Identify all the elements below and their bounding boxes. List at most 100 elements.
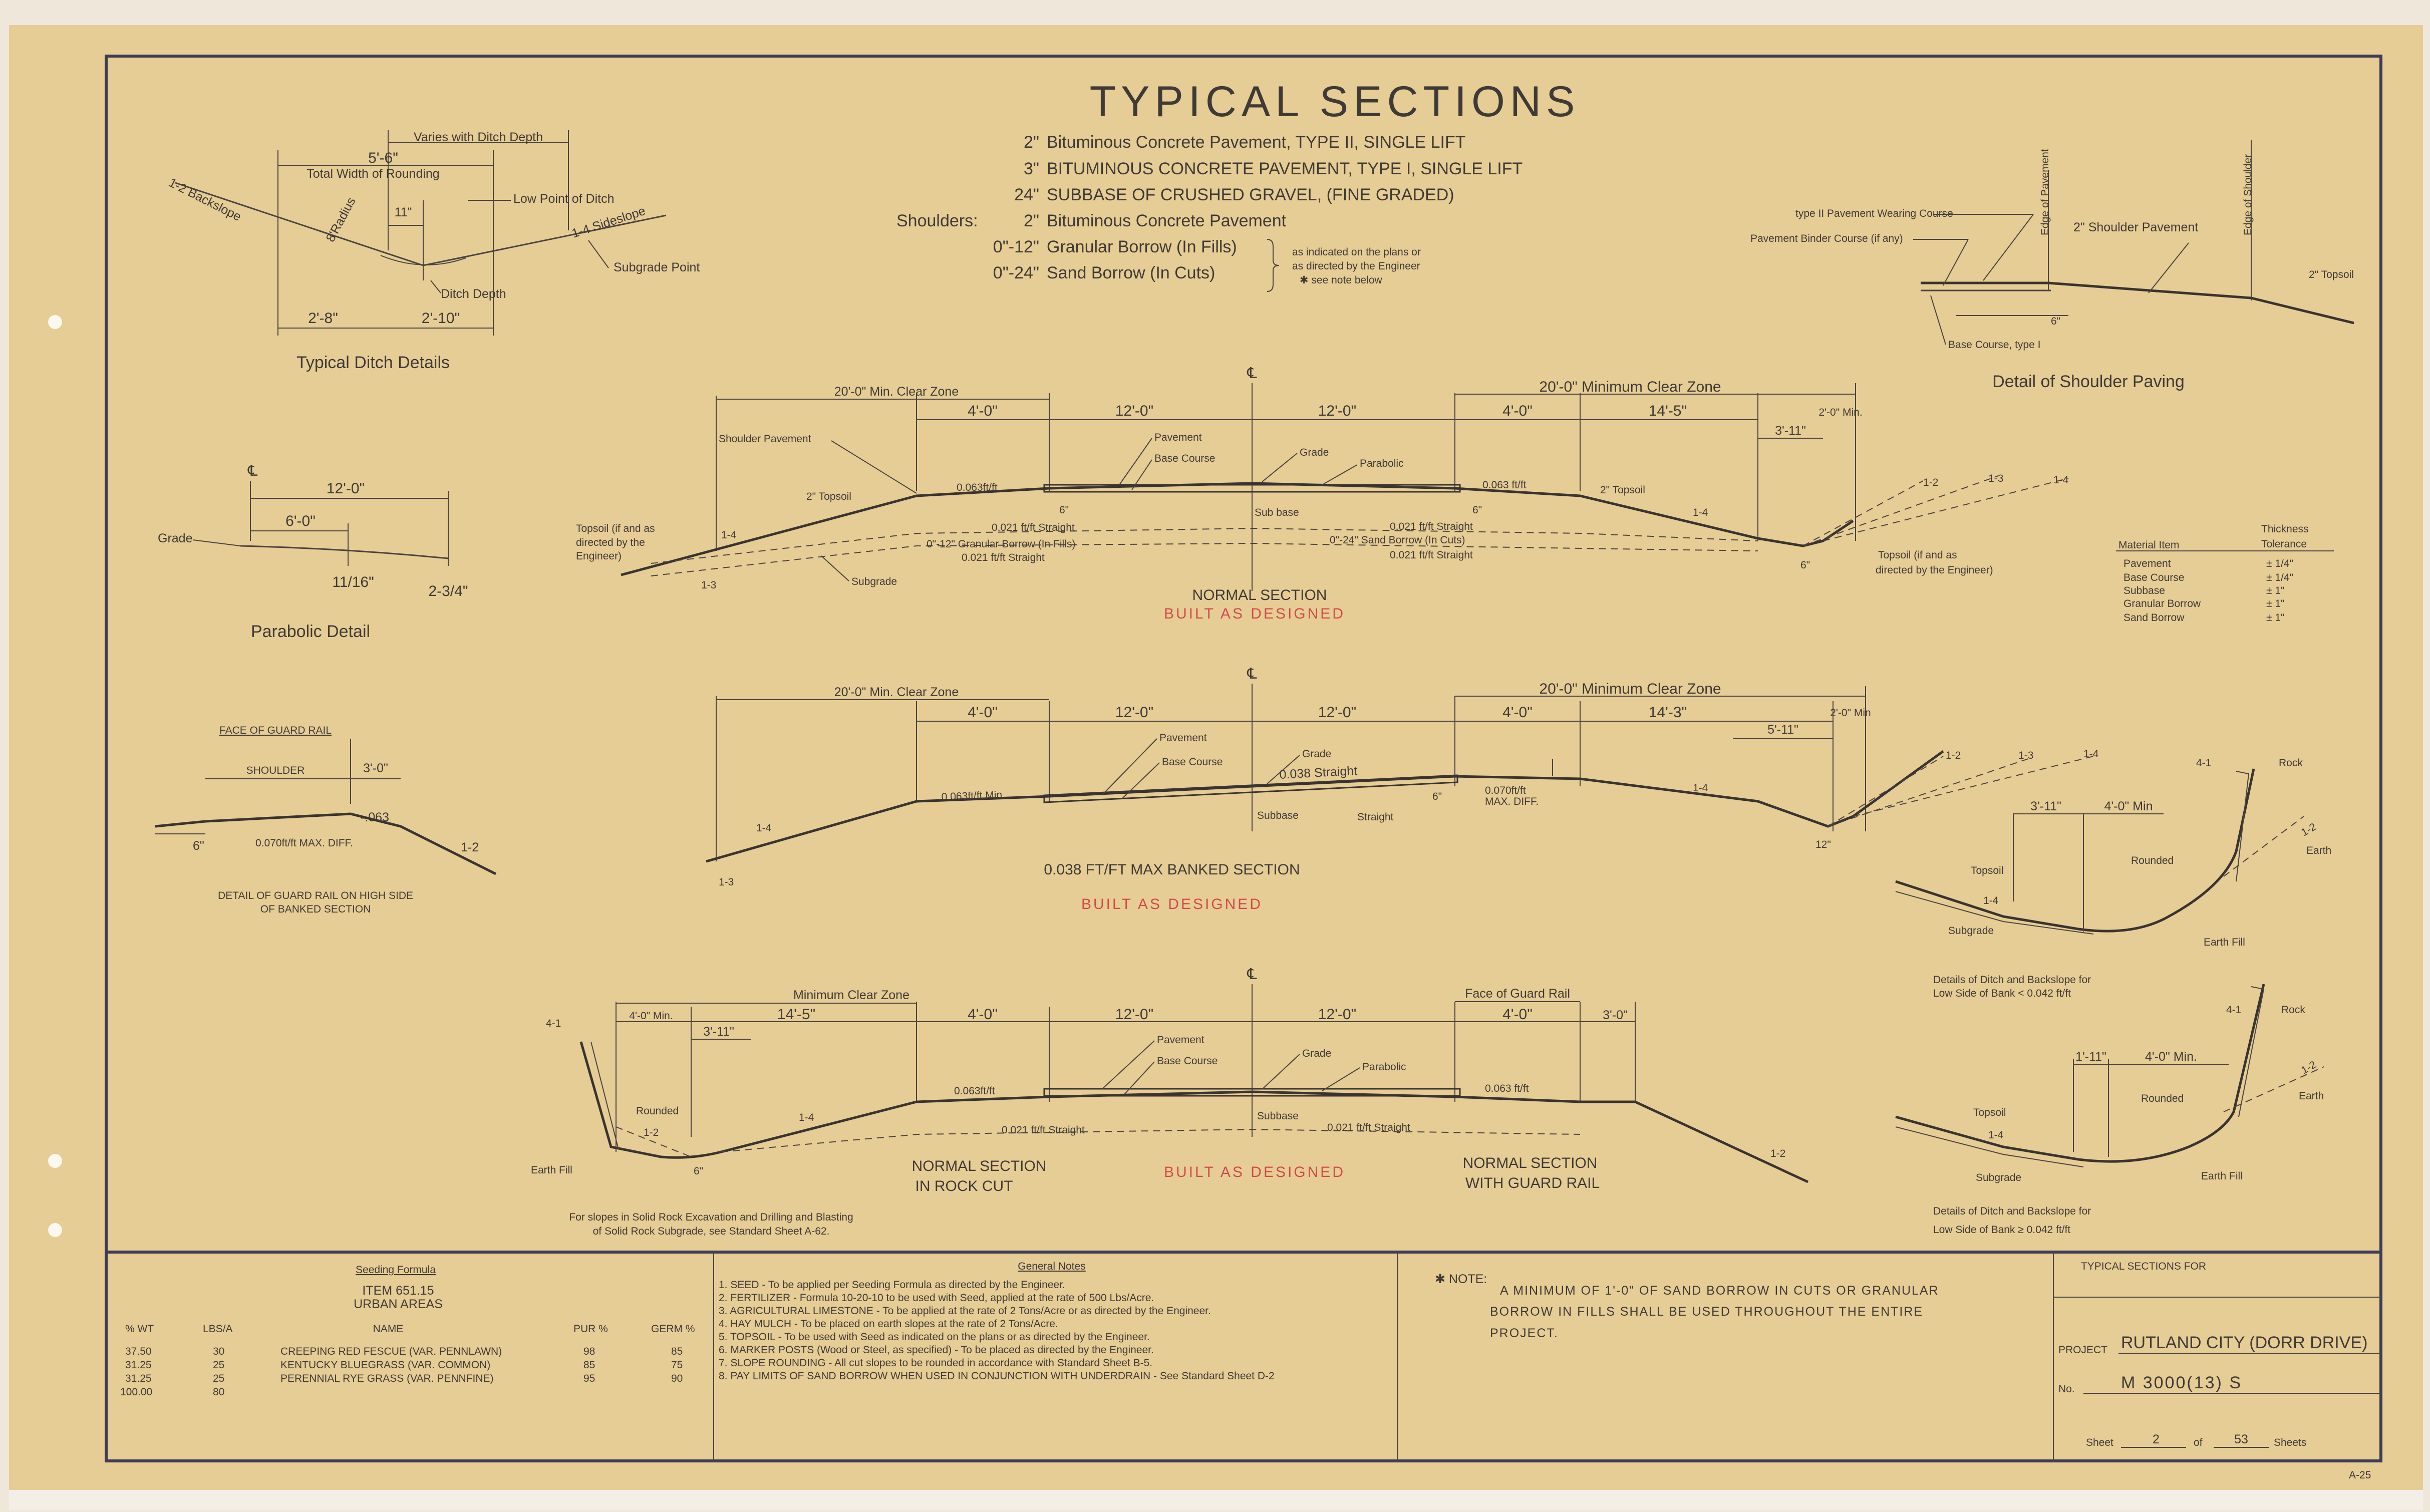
table-cell: Base Course bbox=[2123, 572, 2184, 583]
spec-text: SUBBASE OF CRUSHED GRAVEL, (FINE GRADED) bbox=[1047, 185, 1454, 204]
leader bbox=[831, 440, 917, 494]
rock-note: of Solid Rock Subgrade, see Standard She… bbox=[593, 1226, 830, 1237]
shoulder-4-right: 4'-0" bbox=[1502, 403, 1533, 419]
finished-grade bbox=[579, 1041, 1809, 1183]
slope-1-4: 1-4 bbox=[1988, 1129, 2004, 1141]
seeding-col: % WT bbox=[125, 1323, 154, 1335]
base-course-label: Base Course bbox=[1162, 756, 1223, 768]
leader bbox=[2148, 242, 2189, 293]
topsoil-note: directed by the bbox=[576, 537, 645, 548]
base-course-label: Base Course, type I bbox=[1948, 339, 2040, 351]
leader bbox=[1124, 1061, 1155, 1095]
leader bbox=[1267, 755, 1300, 784]
table-cell: ± 1/4" bbox=[2266, 558, 2293, 569]
slope-1-4: 1-4 bbox=[756, 822, 772, 834]
seeding-cell: 25 bbox=[213, 1359, 224, 1371]
rock-cut-title: IN ROCK CUT bbox=[916, 1178, 1013, 1194]
topsoil-label: Topsoil bbox=[1973, 1107, 2006, 1118]
dim-4-0: 4'-0" Min. bbox=[2145, 1050, 2197, 1064]
slope-line bbox=[1802, 480, 1924, 546]
seeding-col: NAME bbox=[373, 1323, 404, 1335]
slope-1-2: 1-2 bbox=[1923, 477, 1938, 488]
spec-thickness: 3" bbox=[1024, 159, 1039, 178]
leader bbox=[192, 539, 241, 546]
built-as-designed-stamp: BUILT AS DESIGNED bbox=[1164, 606, 1345, 622]
lane-12-left: 12'-0" bbox=[1115, 1006, 1153, 1023]
slope-1-4-far: 1-4 bbox=[2053, 474, 2069, 486]
seeding-cell: 85 bbox=[671, 1346, 683, 1357]
general-note: 5. TOPSOIL - To be used with Seed as ind… bbox=[719, 1331, 1150, 1343]
leader bbox=[821, 555, 849, 581]
table-cell: Sand Borrow bbox=[2123, 612, 2185, 624]
earth-fill-label: Earth Fill bbox=[2201, 1170, 2243, 1182]
seeding-cell: 25 bbox=[213, 1373, 224, 1384]
leader bbox=[1930, 295, 1946, 345]
slope-1-2-right: 1-2 bbox=[1770, 1148, 1785, 1159]
earth-slope bbox=[2223, 1066, 2324, 1112]
dim-14-5: 14'-5" bbox=[777, 1006, 815, 1023]
slope-line bbox=[1853, 756, 2094, 817]
subgrade-label: Subgrade bbox=[851, 576, 897, 587]
clear-zone-right: 20'-0" Minimum Clear Zone bbox=[1539, 681, 1721, 697]
pavement-label: Pavement bbox=[1157, 1034, 1204, 1046]
guard-profile bbox=[155, 812, 497, 875]
subbase-label: Subbase bbox=[1257, 1110, 1299, 1122]
of-label: of bbox=[2194, 1437, 2203, 1448]
clear-zone-left: 20'-0" Min. Clear Zone bbox=[834, 685, 959, 699]
rock-label: Rock bbox=[2279, 757, 2303, 769]
general-note: 4. HAY MULCH - To be placed on earth slo… bbox=[719, 1318, 1058, 1330]
general-notes-title: General Notes bbox=[1018, 1261, 1085, 1272]
seeding-cell: 100.00 bbox=[120, 1386, 152, 1398]
slope-4-1: 4-1 bbox=[2196, 757, 2211, 769]
seeding-col: LBS/A bbox=[203, 1323, 233, 1335]
note-line: BORROW IN FILLS SHALL BE USED THROUGHOUT… bbox=[1490, 1305, 1923, 1319]
slope-left: 0.063ft/ft bbox=[954, 1085, 995, 1097]
dim-30: 3'-0" bbox=[363, 761, 388, 775]
slope-4-1: 4-1 bbox=[2226, 1004, 2241, 1016]
width-12: 12'-0" bbox=[327, 480, 365, 497]
punch-hole bbox=[48, 315, 62, 329]
seeding-title: Seeding Formula bbox=[356, 1264, 436, 1276]
slope-right: 0.063 ft/ft bbox=[1482, 479, 1527, 491]
parabolic-label: Parabolic bbox=[1360, 458, 1404, 469]
spec-text: BITUMINOUS CONCRETE PAVEMENT, TYPE I, SI… bbox=[1047, 159, 1523, 178]
lane-12-right: 12'-0" bbox=[1318, 1006, 1356, 1023]
brace-note: as indicated on the plans or bbox=[1292, 246, 1421, 258]
leader bbox=[1119, 438, 1152, 485]
sheets-label: Sheets bbox=[2274, 1437, 2306, 1448]
parabolic-label: Parabolic bbox=[1362, 1061, 1406, 1073]
project-number: M 3000(13) S bbox=[2121, 1373, 2242, 1392]
straight-label: 0.021 ft/ft Straight bbox=[962, 552, 1045, 563]
seeding-cell: 31.25 bbox=[125, 1373, 152, 1384]
general-note: 8. PAY LIMITS OF SAND BORROW WHEN USED I… bbox=[719, 1370, 1275, 1382]
lane-12-left: 12'-0" bbox=[1115, 403, 1153, 419]
guard-rail-title: WITH GUARD RAIL bbox=[1465, 1175, 1600, 1191]
slope-left: 0.063ft/ft Min. bbox=[941, 789, 1005, 803]
brace-note: as directed by the Engineer bbox=[1292, 260, 1420, 272]
punch-hole bbox=[48, 1223, 62, 1237]
dim-3-0: 3'-0" bbox=[1603, 1008, 1628, 1022]
paper bbox=[9, 25, 2423, 1490]
varies-label: Varies with Ditch Depth bbox=[414, 130, 543, 144]
general-note: 6. MARKER POSTS (Wood or Steel, as speci… bbox=[719, 1344, 1154, 1356]
rock-cut-title: NORMAL SECTION bbox=[912, 1158, 1047, 1174]
shoulder-profile bbox=[1921, 281, 2354, 325]
rise-1: 11/16" bbox=[332, 574, 374, 590]
banked-section: ℄ 20'-0" Min. Clear Zone 20'-0" Minimum … bbox=[706, 666, 2099, 913]
dim-6: 6" bbox=[1432, 791, 1442, 802]
earth-fill-label: Earth Fill bbox=[531, 1164, 572, 1176]
parabolic-detail: ℄ 12'-0" 6'-0" Grade 11/16" 2-3/4" Parab… bbox=[158, 463, 468, 641]
sheet-border bbox=[105, 55, 2382, 1462]
width-text: Total Width of Rounding bbox=[307, 167, 439, 181]
earth-slope bbox=[2223, 816, 2304, 877]
dim-1-11: 1'-11" bbox=[2075, 1050, 2106, 1064]
straight-label: 0.021 ft/ft Straight bbox=[992, 522, 1075, 533]
seeding-cell: 90 bbox=[671, 1373, 683, 1384]
borrow-line bbox=[651, 542, 1758, 576]
project-label: PROJECT bbox=[2058, 1344, 2107, 1356]
earth-label: Earth bbox=[2306, 845, 2331, 856]
spec-thickness: 2" bbox=[1024, 133, 1039, 152]
table-cell: Pavement bbox=[2123, 558, 2171, 569]
